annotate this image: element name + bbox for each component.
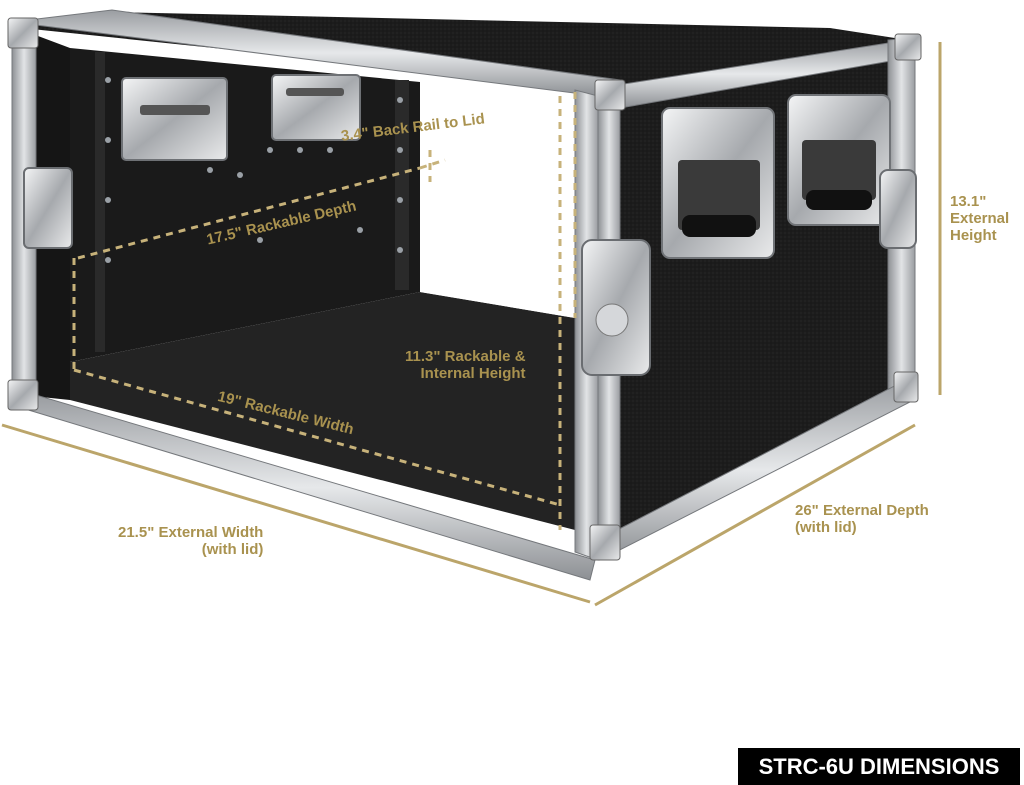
front-latch	[581, 239, 651, 376]
external-depth-line1: 26" External Depth	[795, 502, 929, 519]
corner-cap	[7, 17, 39, 49]
rear-rack-rail-left	[95, 52, 105, 352]
rail-screws	[105, 77, 403, 263]
external-width-line1: 21.5" External Width	[118, 524, 264, 541]
interior-floor	[70, 292, 575, 530]
external-height-line2: External	[950, 210, 1010, 227]
left-latch	[23, 167, 73, 249]
corner-cap	[589, 524, 621, 561]
corner-cap	[894, 33, 922, 61]
rackable-internal-height-label: 11.3" Rackable & Internal Height	[405, 348, 526, 382]
external-width-line2: (with lid)	[201, 541, 264, 558]
side-handle-rear	[787, 94, 891, 226]
external-depth-label: 26" External Depth (with lid)	[795, 502, 929, 536]
side-handle-front	[661, 107, 775, 259]
rackable-internal-height-line2: Internal Height	[420, 365, 526, 382]
lid-handle-left	[121, 77, 228, 161]
external-depth-line2: (with lid)	[795, 519, 857, 536]
rackable-internal-height-line1: 11.3" Rackable &	[405, 348, 526, 365]
external-height-line1: 13.1"	[950, 193, 987, 210]
external-height-label: 13.1" External Height	[950, 193, 1009, 244]
product-title-badge: STRC-6U DIMENSIONS	[738, 748, 1020, 785]
corner-cap	[893, 371, 919, 403]
rear-rack-rail-right	[395, 80, 409, 290]
external-height-line3: Height	[950, 227, 997, 244]
front-opening-window	[420, 82, 575, 318]
corner-cap	[594, 79, 626, 111]
side-latch	[879, 169, 917, 249]
corner-cap	[7, 379, 39, 411]
lid-handle-right	[271, 74, 361, 141]
dimension-dashed-lines	[72, 92, 577, 530]
external-width-label: 21.5" External Width (with lid)	[118, 524, 263, 558]
external-dimension-lines	[1, 42, 942, 607]
